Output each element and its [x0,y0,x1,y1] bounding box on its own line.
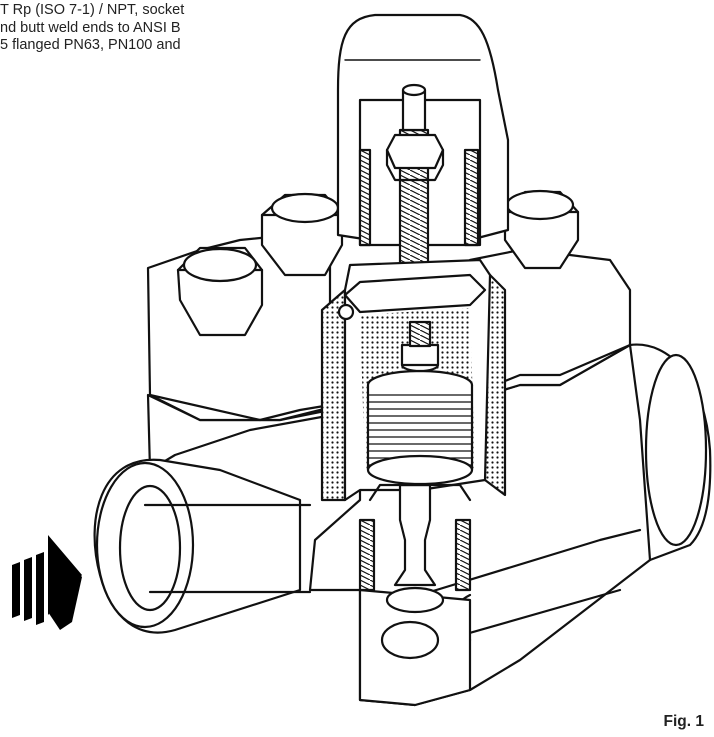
housing-left-wall [320,288,347,502]
bellows [366,320,474,486]
frame-plate [343,273,487,314]
figure-label: Fig. 1 [663,713,704,730]
cap-thread-left [358,148,372,247]
description-line-3: 5 flanged PN63, PN100 and [0,37,181,53]
valve-stem [393,483,437,587]
seat-thread-left [358,518,376,592]
flow-direction-arrow [12,535,82,630]
bonnet-nut-center-left [260,192,344,277]
seat-thread-right [454,518,472,592]
bonnet-nut-right [503,189,580,270]
description-line-1: T Rp (ISO 7-1) / NPT, socket [0,2,185,18]
description-line-2: nd butt weld ends to ANSI B [0,19,181,36]
cap-thread-right [463,148,480,247]
bonnet-nut-left [176,246,264,337]
description-text: T Rp (ISO 7-1) / NPT, socket nd butt wel… [0,2,300,55]
